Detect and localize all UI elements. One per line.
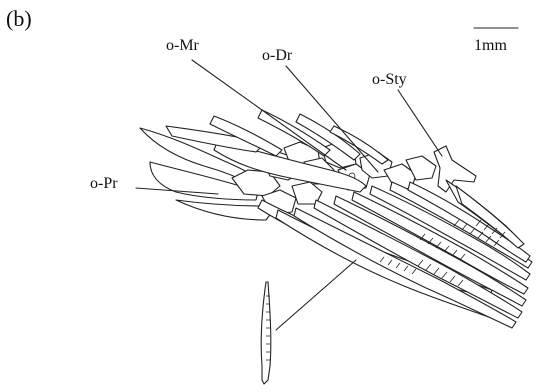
label-o-sty: o-Sty (372, 72, 407, 88)
label-o-mr: o-Mr (166, 38, 199, 54)
isolated-spine (261, 282, 271, 384)
panel-label: (b) (6, 8, 32, 30)
scale-bar-label: 1mm (474, 38, 507, 54)
fin-rays (166, 110, 532, 328)
label-o-dr: o-Dr (262, 48, 292, 64)
label-o-pr: o-Pr (90, 176, 118, 192)
